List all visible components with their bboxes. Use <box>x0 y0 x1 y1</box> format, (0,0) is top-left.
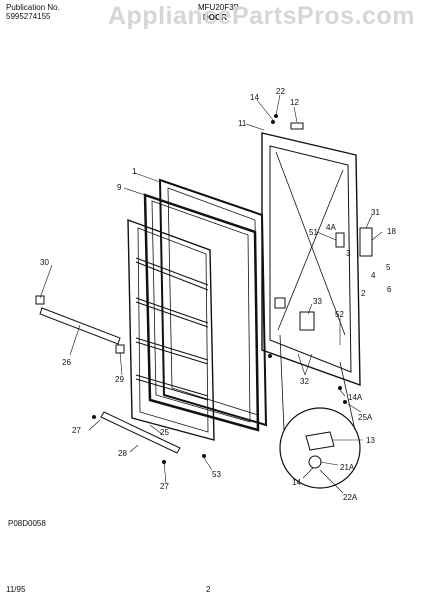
callout-label: 25A <box>358 413 373 422</box>
lower-rack-bar <box>100 411 181 454</box>
door-frame <box>158 178 268 427</box>
screw-icon <box>271 120 275 124</box>
callout-label: 30 <box>40 258 49 267</box>
screw-icon <box>338 386 342 390</box>
callout-label: 26 <box>62 358 71 367</box>
top-spacer <box>290 122 304 130</box>
screw-icon <box>92 415 96 419</box>
callout-label: 1 <box>132 167 137 176</box>
door-gasket <box>143 193 260 432</box>
hinge-detail-circle <box>279 407 361 489</box>
door-handle-part <box>359 227 373 257</box>
callout-label: 31 <box>371 208 380 217</box>
callout-label: 9 <box>117 183 122 192</box>
callout-label: 2 <box>361 289 366 298</box>
callout-label: 22 <box>276 87 285 96</box>
callout-label: 27 <box>72 426 81 435</box>
callout-label: 14 <box>292 478 301 487</box>
callout-label: 4 <box>371 271 376 280</box>
callout-label: 3 <box>346 249 351 258</box>
callout-label: 29 <box>115 375 124 384</box>
callout-label: 51 <box>309 228 318 237</box>
hinge-pin <box>308 455 322 469</box>
door-rack-bar <box>39 307 121 345</box>
small-bracket <box>274 297 286 309</box>
screw-icon <box>343 400 347 404</box>
hinge-bracket <box>335 232 345 248</box>
screw-icon <box>162 460 166 464</box>
hinge-plate <box>305 431 335 451</box>
callout-label: 21A <box>340 463 355 472</box>
callout-label: 14 <box>250 93 259 102</box>
callout-label: 33 <box>313 297 322 306</box>
screw-icon <box>274 114 278 118</box>
rack-end-cap <box>35 295 45 305</box>
callout-label: 14A <box>348 393 363 402</box>
callout-label: 12 <box>290 98 299 107</box>
callout-label: 18 <box>387 227 396 236</box>
callout-label: 28 <box>118 449 127 458</box>
callout-label: 22A <box>343 493 358 502</box>
publication-number: 5995274155 <box>6 12 51 21</box>
latch-part <box>299 311 315 331</box>
callout-label: 13 <box>366 436 375 445</box>
callout-label: 53 <box>212 470 221 479</box>
section-title: DOOR <box>203 13 227 22</box>
callout-label: 25 <box>160 428 169 437</box>
callout-label: 52 <box>335 310 344 319</box>
callout-label: 4A <box>326 223 336 232</box>
callout-label: 5 <box>386 263 391 272</box>
callout-label: 6 <box>387 285 392 294</box>
footer-date: 11/95 <box>6 585 26 594</box>
watermark: AppliancePartsPros.com <box>108 2 415 30</box>
rack-bracket <box>115 344 125 354</box>
callout-label: 11 <box>238 119 247 128</box>
callout-label: 32 <box>300 377 309 386</box>
page-number: 2 <box>206 585 211 594</box>
screw-icon <box>202 454 206 458</box>
outer-door-panel <box>261 132 361 386</box>
figure-code: P08D0058 <box>8 519 46 528</box>
inner-door-liner <box>127 218 215 441</box>
callout-label: 27 <box>160 482 169 491</box>
model-number: MFU20F3B <box>198 3 239 12</box>
callout-labels: 22 14 12 11 1 9 31 18 51 4A 3 5 4 2 6 30… <box>40 87 396 502</box>
screw-icon <box>268 354 272 358</box>
publication-label: Publication No. <box>6 3 60 12</box>
